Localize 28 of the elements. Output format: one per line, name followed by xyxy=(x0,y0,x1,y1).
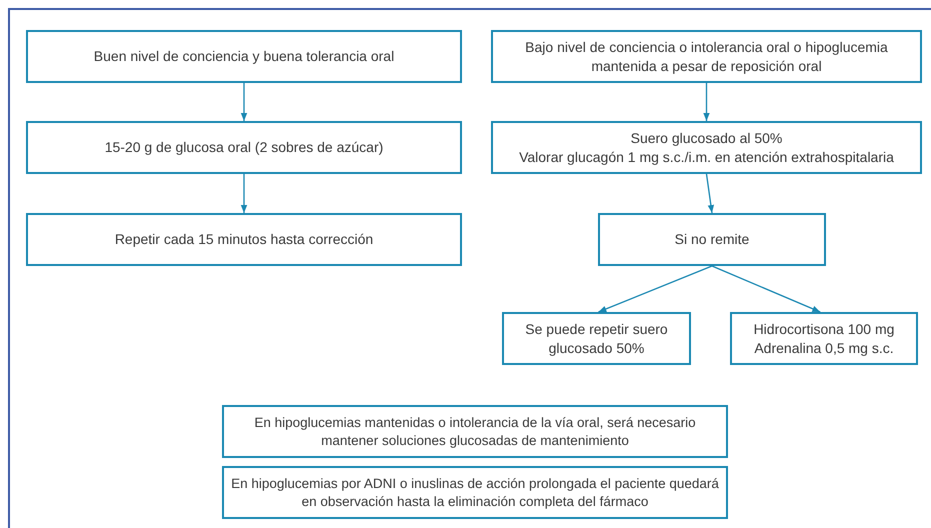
box-text: Se puede repetir suero glucosado 50% xyxy=(524,320,669,357)
process-box xyxy=(491,121,922,174)
box-text: Adrenalina 0,5 mg s.c. xyxy=(754,338,894,357)
process-box xyxy=(222,405,728,458)
box-text: 15-20 g de glucosa oral (2 sobres de azúcar) xyxy=(104,138,384,157)
process-box xyxy=(491,30,922,83)
arrow xyxy=(598,265,712,313)
arrow xyxy=(706,174,714,214)
box-text: Valorar glucagón 1 mg s.c./i.m. en atención extrahospitalaria xyxy=(519,148,894,166)
process-box xyxy=(26,121,462,174)
arrow xyxy=(703,83,710,121)
box-text: Bajo nivel de conciencia o intolerancia oral o hipoglucemia mantenida a pesar de reposición oral xyxy=(524,38,889,75)
box-text: Buen nivel de conciencia y buena tolerancia oral xyxy=(94,47,394,66)
box-text: Suero glucosado al 50% xyxy=(630,129,782,148)
arrow xyxy=(712,265,820,313)
box-text: Repetir cada 15 minutos hasta corrección xyxy=(114,230,374,249)
process-box xyxy=(26,213,462,266)
box-text: Si no remite xyxy=(674,230,750,249)
arrow xyxy=(240,174,248,213)
process-box xyxy=(222,466,728,519)
box-text: Hidrocortisona 100 mg xyxy=(754,320,894,338)
box-text: En hipoglucemias por ADNI o inuslinas de acción prolongada el paciente quedará en observación hasta la eliminación completa del fármaco xyxy=(230,474,720,510)
process-box xyxy=(26,30,462,83)
arrow xyxy=(240,83,248,121)
process-box xyxy=(598,213,826,266)
process-box xyxy=(502,312,691,365)
process-box xyxy=(730,312,918,365)
box-text: En hipoglucemias mantenidas o intolerancia de la vía oral, será necesario mantener soluciones glucosadas de mantenimiento xyxy=(253,414,697,450)
